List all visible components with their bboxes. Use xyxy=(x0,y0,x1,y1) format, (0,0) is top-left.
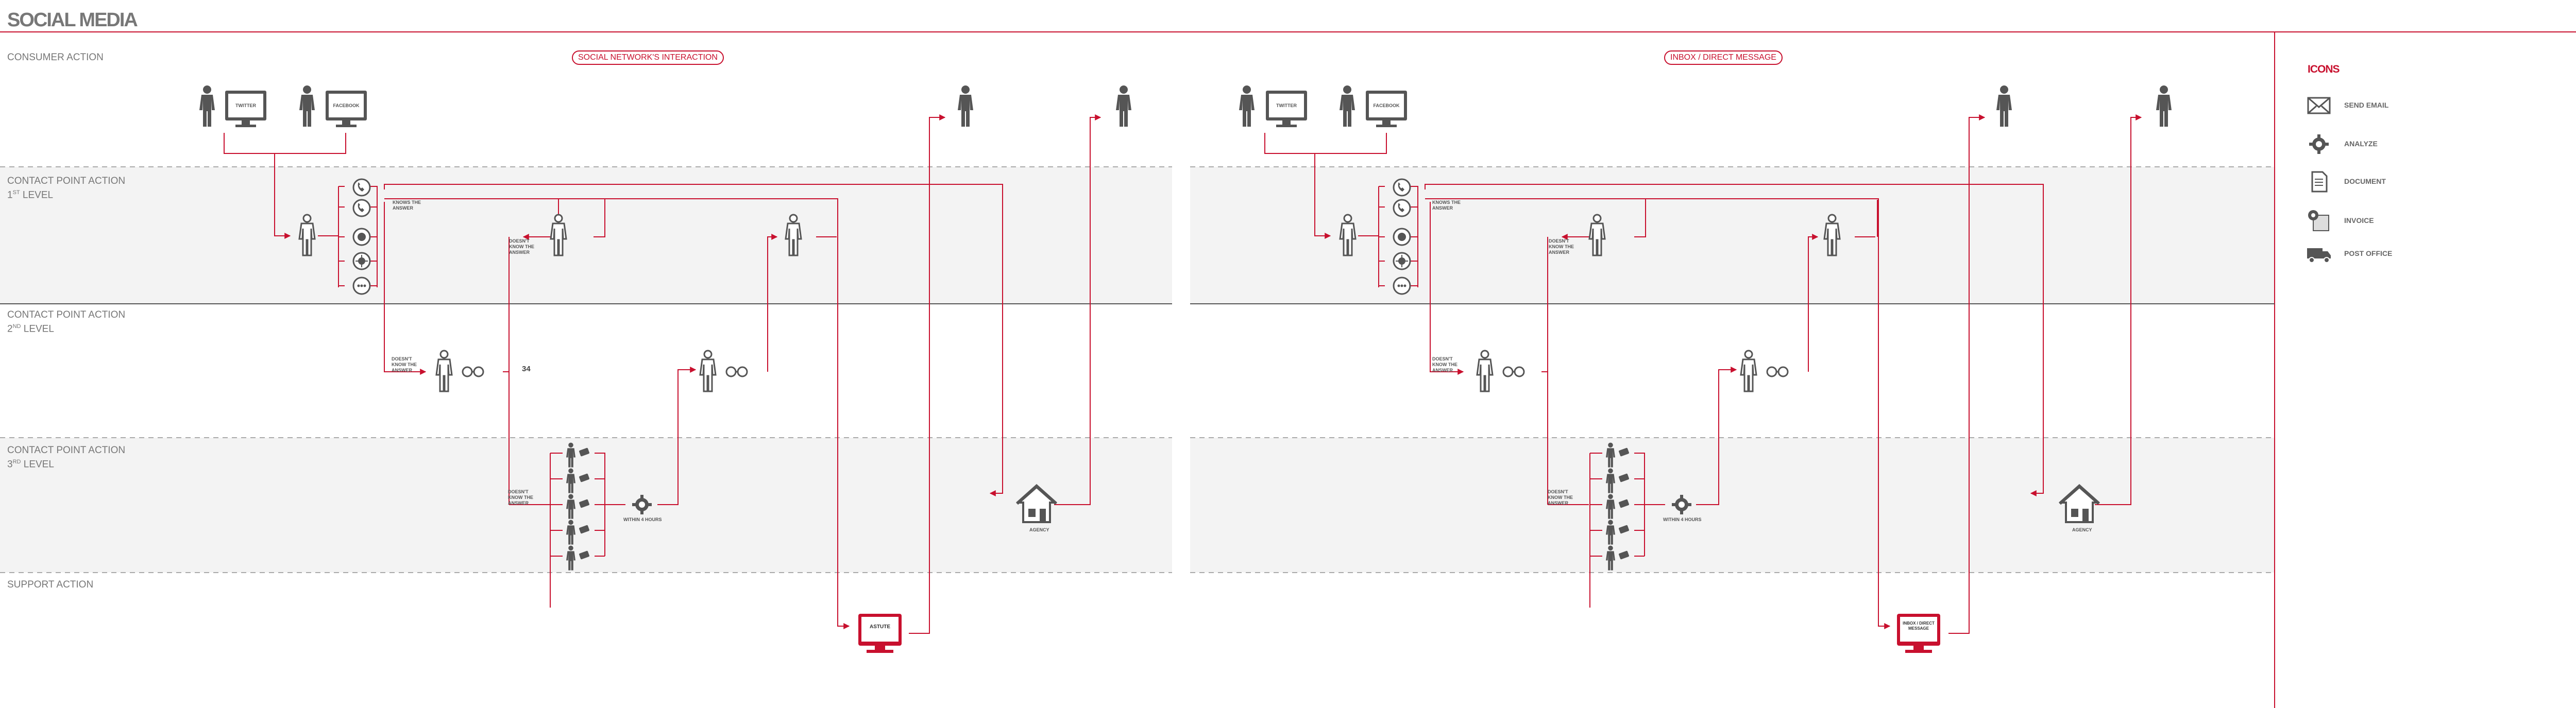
legend-label-post-office: POST OFFICE xyxy=(2344,249,2393,257)
right-system-label: INBOX / DIRECT MESSAGE xyxy=(1900,621,1937,631)
lane-label-cp3-level: LEVEL xyxy=(23,459,54,470)
lane-label-cp2-num: 2 xyxy=(7,323,13,335)
lane-label-cp3-num: 3 xyxy=(7,459,13,470)
invoice-icon xyxy=(2308,210,2329,231)
lane-label-cp3: CONTACT POINT ACTION 3RD LEVEL xyxy=(7,444,125,470)
legend-label-analyze: ANALYZE xyxy=(2344,140,2378,148)
left-doesnt-know-3: DOESN'T KNOW THE ANSWER xyxy=(508,489,533,506)
lane-backgrounds xyxy=(0,167,2275,573)
gear-icon xyxy=(2309,134,2329,154)
left-twitter-label: TWITTER xyxy=(235,103,256,108)
lane-label-support: SUPPORT ACTION xyxy=(7,579,94,590)
right-system-label-line2: MESSAGE xyxy=(1908,626,1929,631)
left-doesnt-know-2: DOESN'T KNOW THE ANSWER xyxy=(392,356,417,373)
legend-label-send-email: SEND EMAIL xyxy=(2344,101,2389,109)
legend-item-analyze: ANALYZE xyxy=(2306,131,2512,157)
truck-icon xyxy=(2307,248,2331,263)
legend-item-post-office: POST OFFICE xyxy=(2306,241,2512,267)
legend-item-invoice: INVOICE xyxy=(2306,208,2512,234)
right-agency-label: AGENCY xyxy=(2072,527,2092,532)
lane-label-cp1: CONTACT POINT ACTION 1ST LEVEL xyxy=(7,175,125,201)
right-doesnt-know-2: DOESN'T KNOW THE ANSWER xyxy=(1432,356,1458,373)
left-flow-pill: SOCIAL NETWORK'S INTERACTION xyxy=(572,50,724,65)
envelope-icon xyxy=(2307,97,2331,114)
left-doesnt-know-1: DOESN'T KNOW THE ANSWER xyxy=(509,238,534,255)
page-title: SOCIAL MEDIA xyxy=(7,9,138,31)
right-doesnt-know-3: DOESN'T KNOW THE ANSWER xyxy=(1548,489,1573,506)
right-twitter-label: TWITTER xyxy=(1276,103,1297,108)
left-system-label: ASTUTE xyxy=(870,624,890,630)
lane-label-cp3-title: CONTACT POINT ACTION xyxy=(7,445,126,456)
legend-item-send-email: SEND EMAIL xyxy=(2306,93,2512,118)
legend-title: ICONS xyxy=(2308,63,2340,75)
lane-label-cp2-sup: ND xyxy=(12,323,21,330)
right-flow-pill: INBOX / DIRECT MESSAGE xyxy=(1664,50,1783,65)
document-icon xyxy=(2311,171,2328,193)
left-within-hours: WITHIN 4 HOURS xyxy=(623,517,662,522)
left-flow xyxy=(199,85,1131,653)
right-facebook-label: FACEBOOK xyxy=(1373,103,1400,108)
legend-label-invoice: INVOICE xyxy=(2344,216,2374,225)
lane-label-cp1-level: LEVEL xyxy=(22,189,54,201)
legend-item-document: DOCUMENT xyxy=(2306,169,2512,195)
right-system-label-line1: INBOX / DIRECT xyxy=(1903,621,1935,626)
lane-label-cp1-sup: ST xyxy=(12,189,20,196)
left-facebook-label: FACEBOOK xyxy=(333,103,360,108)
right-within-hours: WITHIN 4 HOURS xyxy=(1663,517,1702,522)
legend-label-document: DOCUMENT xyxy=(2344,177,2386,185)
lane-label-cp2-title: CONTACT POINT ACTION xyxy=(7,309,126,320)
lane-label-cp1-title: CONTACT POINT ACTION xyxy=(7,176,126,186)
lane-label-cp1-num: 1 xyxy=(7,189,13,201)
right-flow xyxy=(1239,85,2172,653)
left-count: 34 xyxy=(522,365,531,373)
lane-label-cp3-sup: RD xyxy=(12,459,21,465)
right-doesnt-know-1: DOESN'T KNOW THE ANSWER xyxy=(1549,238,1574,255)
right-knows-answer: KNOWS THE ANSWER xyxy=(1432,200,1461,211)
left-knows-answer: KNOWS THE ANSWER xyxy=(393,200,421,211)
left-agency-label: AGENCY xyxy=(1029,527,1049,532)
lane-label-consumer: CONSUMER ACTION xyxy=(7,52,104,63)
lane-label-cp2: CONTACT POINT ACTION 2ND LEVEL xyxy=(7,309,125,335)
lane-label-cp2-level: LEVEL xyxy=(23,323,54,335)
